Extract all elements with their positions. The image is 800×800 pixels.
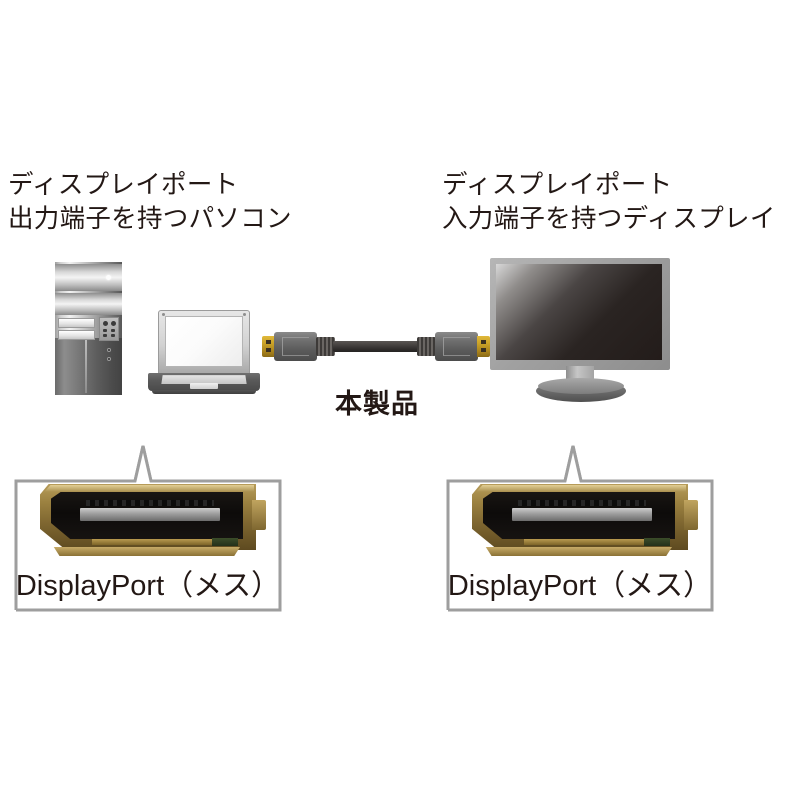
tower-port-2 xyxy=(107,357,111,361)
socket-pcb-edge-right xyxy=(524,539,648,545)
cable-housing-chamfer-right xyxy=(443,337,470,356)
socket-pcb-green-right xyxy=(644,538,670,546)
displayport-female-socket-left xyxy=(40,484,266,556)
tower-button-panel xyxy=(99,317,119,341)
monitor-side-label: ディスプレイポート 入力端子を持つディスプレイ xyxy=(442,171,776,233)
tower-front-panel xyxy=(55,338,122,395)
laptop-screen xyxy=(165,316,243,367)
callout-left-caption: DisplayPort（メス） xyxy=(15,570,281,602)
tower-drive-bay-2 xyxy=(58,330,95,340)
socket-bottom-lip-left xyxy=(53,547,240,556)
monitor-bezel xyxy=(490,258,670,370)
socket-bottom-lip-right xyxy=(485,547,672,556)
tower-top-panel xyxy=(55,264,122,291)
socket-pin-bar-left xyxy=(80,508,220,521)
cable-plug-contact-right-2 xyxy=(481,348,486,352)
tower-slot-4 xyxy=(111,334,115,337)
lcd-monitor xyxy=(490,258,670,402)
cable-connector-housing-right xyxy=(435,332,478,361)
cable-connector-housing-left xyxy=(274,332,317,361)
socket-shell-highlight-right xyxy=(476,485,686,492)
laptop-bezel-dot-right xyxy=(243,313,246,316)
cable-plug-tip-right xyxy=(477,336,490,357)
socket-shell-highlight-left xyxy=(44,485,254,492)
cable-housing-chamfer-left xyxy=(282,337,309,356)
tower-drive-bay-1 xyxy=(58,318,95,328)
socket-side-tab-left xyxy=(252,500,266,530)
socket-pin-row-right xyxy=(518,500,646,506)
tower-button-1 xyxy=(103,321,108,326)
tower-port-1 xyxy=(107,348,111,352)
callout-left: DisplayPort（メス） xyxy=(14,444,282,612)
socket-pcb-green-left xyxy=(212,538,238,546)
laptop-bezel-dot-left xyxy=(162,313,165,316)
callout-right: DisplayPort（メス） xyxy=(446,444,714,612)
cable-plug-contact-left-2 xyxy=(266,348,271,352)
tower-panel-seam xyxy=(85,340,87,393)
laptop-touchpad xyxy=(190,383,218,389)
tower-button-2 xyxy=(111,321,116,326)
cable-strain-relief-right xyxy=(417,337,436,356)
monitor-screen xyxy=(496,264,662,360)
displayport-female-socket-right xyxy=(472,484,698,556)
callout-right-caption: DisplayPort（メス） xyxy=(447,570,713,602)
laptop-pc xyxy=(148,310,260,394)
cable-wire xyxy=(333,341,419,352)
socket-side-tab-right xyxy=(684,500,698,530)
cable-plug-contact-left-1 xyxy=(266,340,271,344)
cable-strain-relief-left xyxy=(316,337,335,356)
laptop-base xyxy=(148,373,260,391)
cable-plug-tip-left xyxy=(262,336,275,357)
desktop-pc-tower xyxy=(55,262,122,395)
laptop-lid xyxy=(158,310,250,374)
socket-pin-row-left xyxy=(86,500,214,506)
tower-slot-2 xyxy=(111,329,115,332)
tower-second-panel xyxy=(55,293,122,315)
socket-pin-bar-right xyxy=(512,508,652,521)
displayport-cable xyxy=(262,328,490,364)
pc-side-label: ディスプレイポート 出力端子を持つパソコン xyxy=(8,171,292,233)
laptop-front-edge xyxy=(152,390,256,394)
monitor-stand-base-top xyxy=(538,378,624,394)
tower-slot-3 xyxy=(103,334,107,337)
product-label: 本製品 xyxy=(335,389,419,419)
socket-pcb-edge-left xyxy=(92,539,216,545)
cable-plug-contact-right-1 xyxy=(481,340,486,344)
tower-slot-1 xyxy=(103,329,107,332)
tower-power-led-icon xyxy=(106,275,111,280)
